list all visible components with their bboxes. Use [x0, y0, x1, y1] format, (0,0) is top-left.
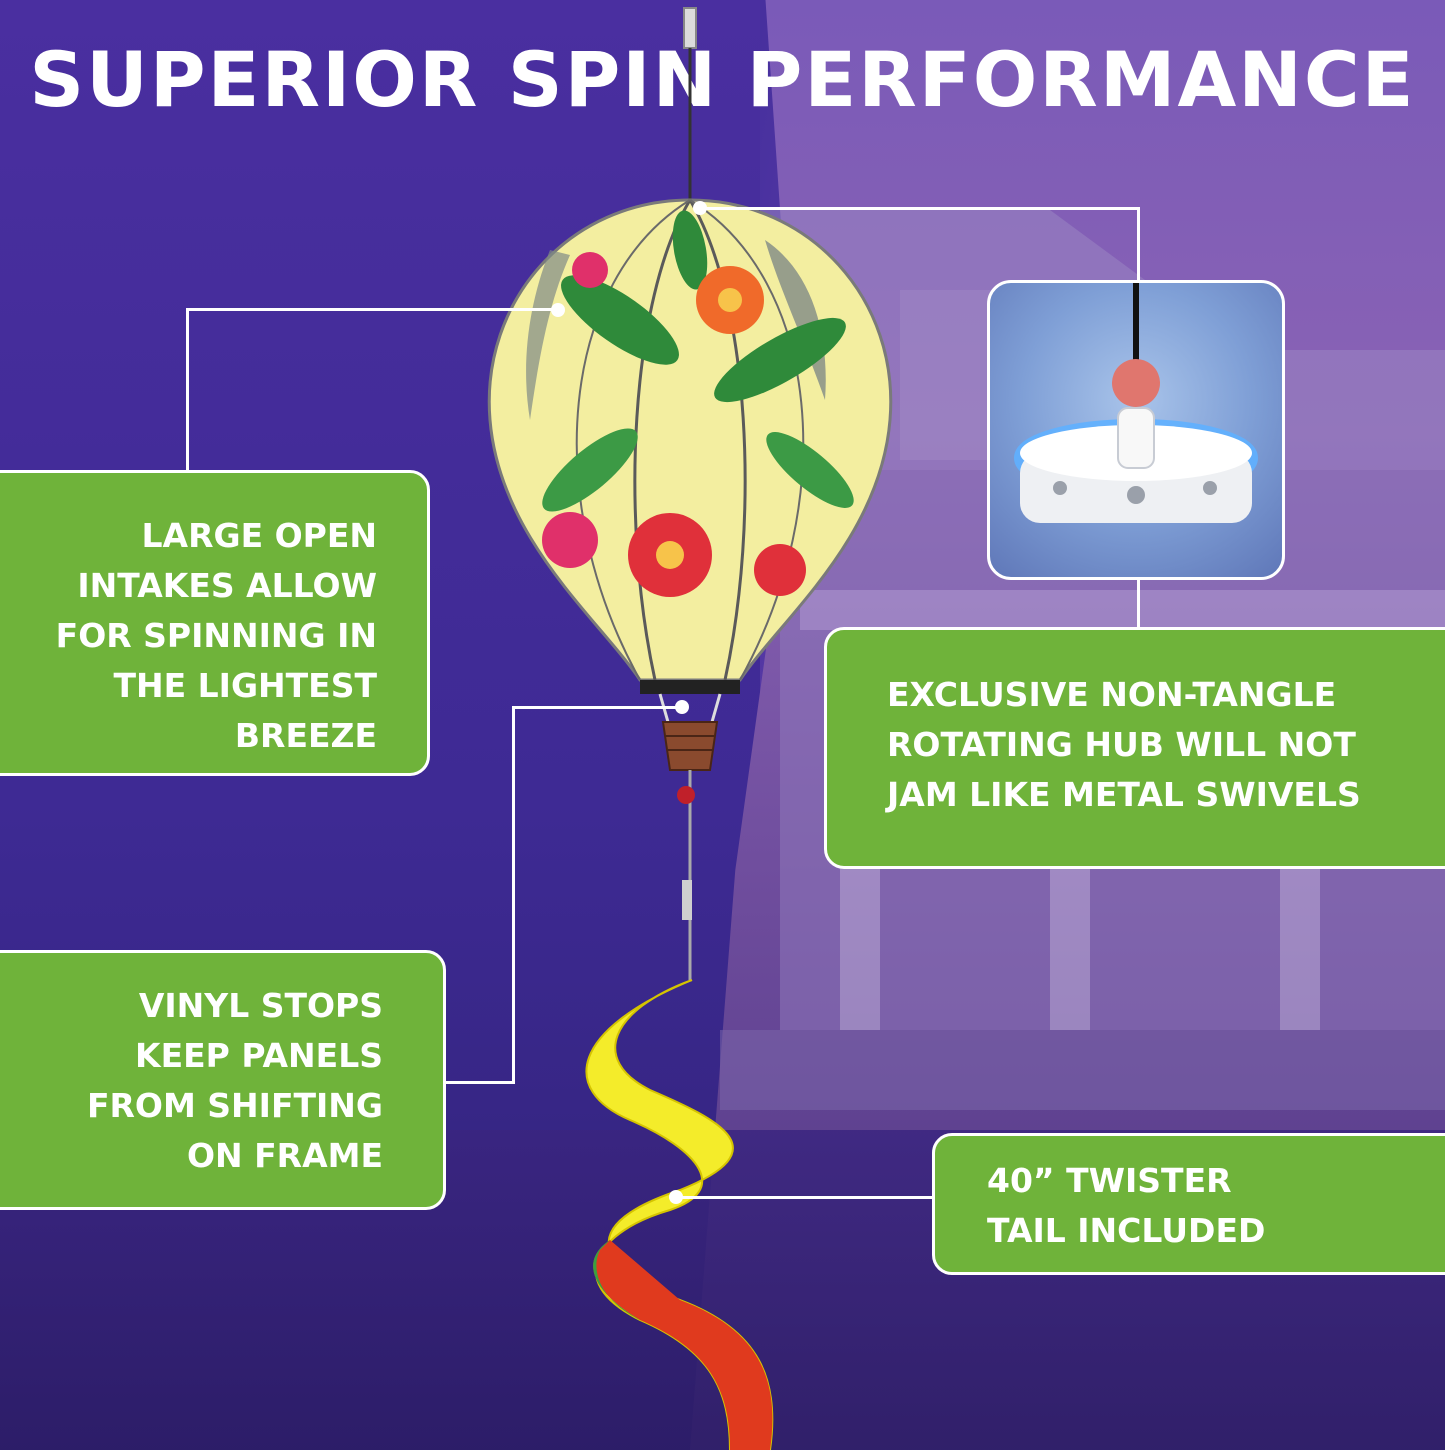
callout-hub-line-2: ROTATING HUB WILL NOT: [887, 725, 1356, 764]
callout-intakes: LARGE OPEN INTAKES ALLOW FOR SPINNING IN…: [0, 470, 430, 776]
callout-hub-line-3: JAM LIKE METAL SWIVELS: [887, 775, 1361, 814]
callout-vinyl: VINYL STOPS KEEP PANELS FROM SHIFTING ON…: [0, 950, 446, 1210]
callout-vinyl-line-1: VINYL STOPS: [138, 986, 383, 1025]
callout-vinyl-line-3: FROM SHIFTING: [86, 1086, 383, 1125]
connector-hub-v2: [1137, 580, 1140, 628]
connector-tail-h: [676, 1196, 934, 1199]
connector-hub-h: [700, 207, 1140, 210]
hot-air-balloon-spinner-icon: [487, 7, 893, 1450]
connector-intakes-h: [186, 308, 558, 311]
callout-intakes-line-5: BREEZE: [234, 716, 377, 755]
callout-intakes-line-1: LARGE OPEN: [141, 516, 378, 555]
callout-tail-line-2: TAIL INCLUDED: [987, 1211, 1266, 1250]
callout-vinyl-line-2: KEEP PANELS: [135, 1036, 383, 1075]
rotating-hub-closeup: [987, 280, 1285, 580]
callout-tail-line-1: 40” TWISTER: [987, 1161, 1232, 1200]
rotating-hub-icon: [1014, 283, 1258, 523]
callout-vinyl-line-4: ON FRAME: [186, 1136, 383, 1175]
connector-hub-v: [1137, 207, 1140, 281]
connector-hub-dot: [693, 201, 707, 215]
callout-intakes-line-4: THE LIGHTEST: [113, 666, 377, 705]
connector-vinyl-dot: [675, 700, 689, 714]
connector-tail-dot: [669, 1190, 683, 1204]
connector-intakes-dot: [551, 303, 565, 317]
callout-hub: EXCLUSIVE NON-TANGLE ROTATING HUB WILL N…: [824, 627, 1445, 869]
callout-intakes-line-2: INTAKES ALLOW: [77, 566, 377, 605]
connector-vinyl-h: [512, 706, 682, 709]
page-title: SUPERIOR SPIN PERFORMANCE: [29, 35, 1416, 124]
callout-intakes-line-3: FOR SPINNING IN: [55, 616, 377, 655]
connector-intakes-v: [186, 308, 189, 472]
connector-vinyl-h2: [445, 1081, 515, 1084]
connector-vinyl-v: [512, 706, 515, 1084]
callout-tail: 40” TWISTER TAIL INCLUDED: [932, 1133, 1445, 1275]
callout-hub-line-1: EXCLUSIVE NON-TANGLE: [887, 675, 1337, 714]
